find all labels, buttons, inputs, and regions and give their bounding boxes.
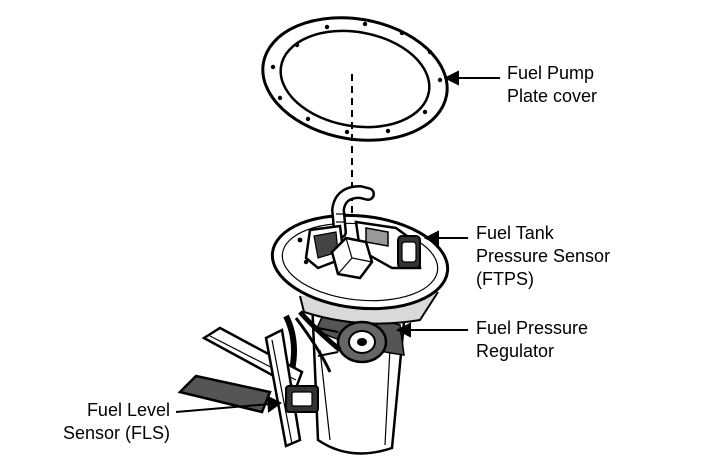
label-line: Regulator — [476, 341, 555, 361]
label-line: Fuel Pump — [507, 63, 595, 83]
label-line: Fuel Tank — [476, 223, 554, 243]
label-line: (FTPS) — [476, 269, 534, 289]
label-line: Fuel Pressure — [476, 318, 589, 338]
fuel-level-sensor — [177, 326, 319, 448]
plate-cover-bolt-holes — [270, 21, 443, 135]
fuel-pressure-regulator — [317, 320, 388, 364]
leader-lines — [175, 70, 500, 413]
label-fuel-level-sensor: Fuel Level Sensor (FLS) — [42, 399, 170, 445]
label-fuel-pump-plate-cover: Fuel Pump Plate cover — [507, 62, 597, 108]
label-line: Fuel Level — [86, 400, 170, 420]
label-line: Sensor (FLS) — [62, 423, 170, 443]
fuel-hose — [330, 184, 375, 239]
label-fuel-tank-pressure-sensor: Fuel Tank Pressure Sensor (FTPS) — [476, 222, 610, 291]
label-fuel-pressure-regulator: Fuel Pressure Regulator — [476, 317, 588, 363]
label-line: Plate cover — [507, 86, 598, 106]
fuel-tank-pressure-sensor — [354, 220, 422, 270]
plate-cover — [261, 16, 449, 142]
hex-fitting — [330, 236, 374, 280]
label-line: Pressure Sensor — [476, 246, 611, 266]
